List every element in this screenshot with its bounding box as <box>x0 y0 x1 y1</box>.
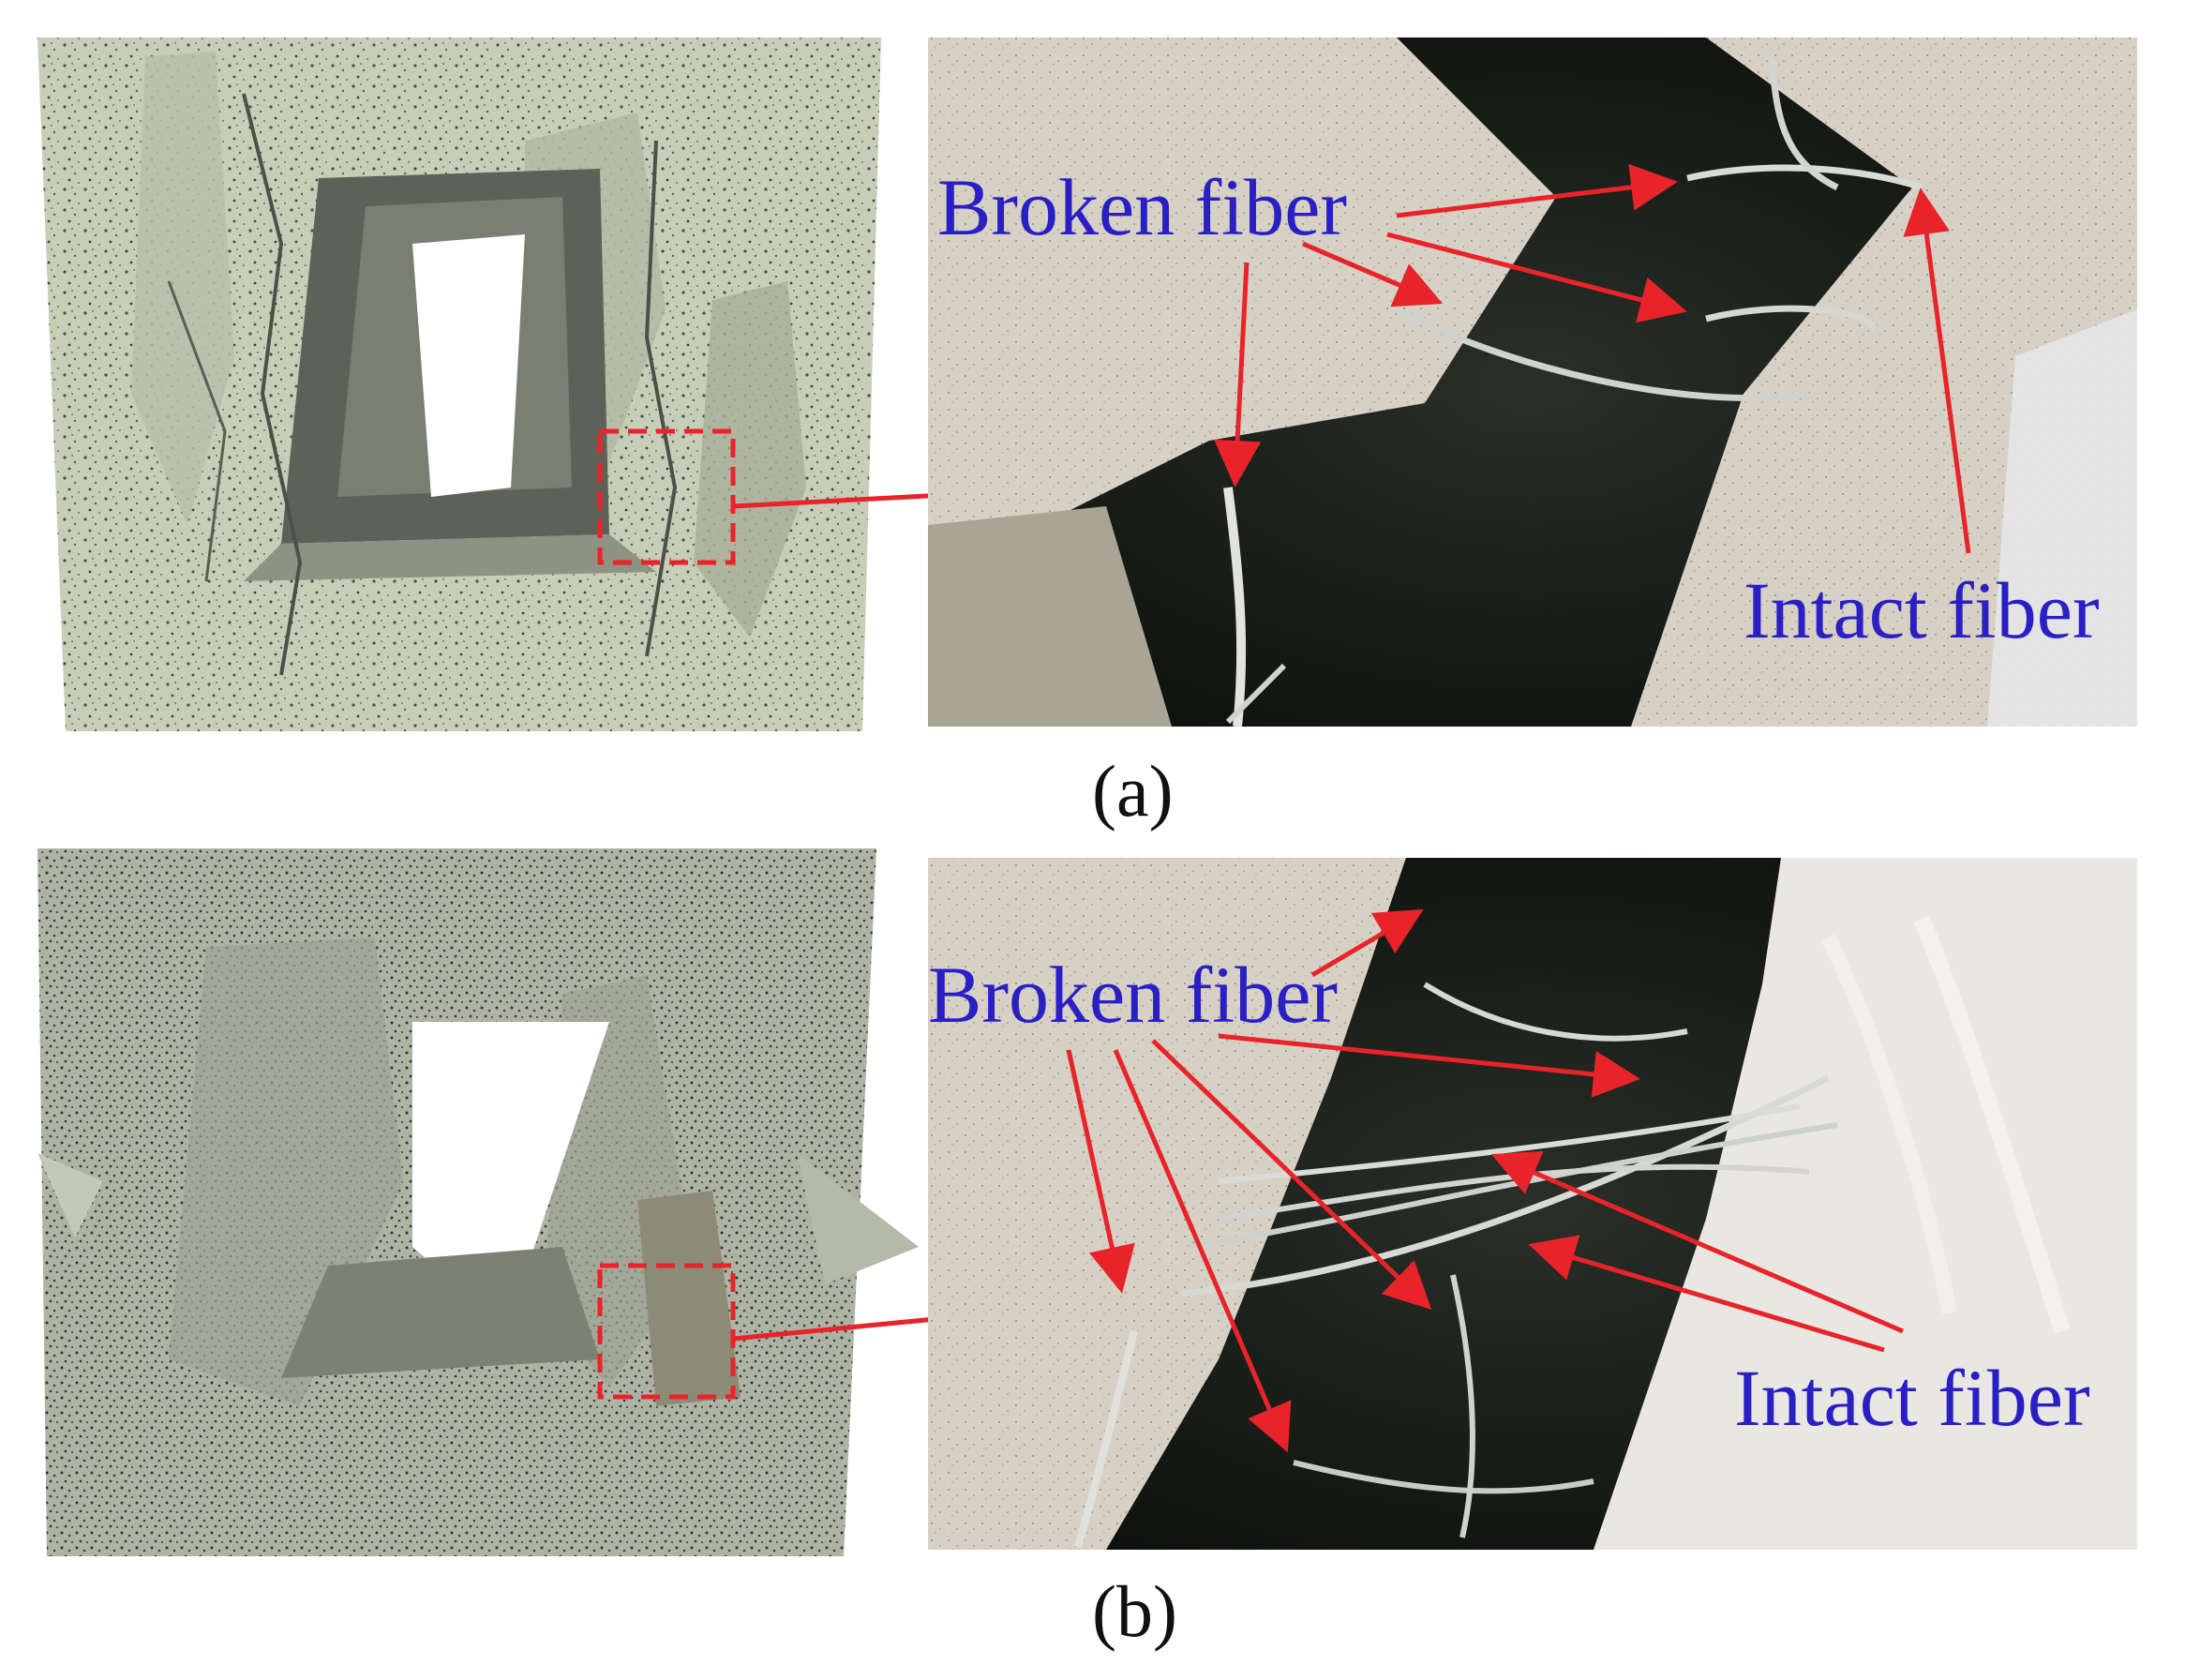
zoom-region-box-a <box>597 428 736 565</box>
specimen-photo-b <box>37 848 919 1556</box>
intact-fiber-arrow-a <box>1903 188 1971 554</box>
broken-fiber-arrow-b-4 <box>1113 1049 1292 1453</box>
intact-fiber-arrow-b-2 <box>1528 1235 1885 1353</box>
broken-fiber-arrow-b-5 <box>1151 1039 1432 1310</box>
broken-fiber-label-b: Broken fiber <box>928 950 1338 1040</box>
broken-fiber-arrow-a-2 <box>1302 241 1444 308</box>
broken-fiber-arrow-a-1 <box>1396 163 1678 218</box>
intact-fiber-label-b: Intact fiber <box>1734 1353 2090 1443</box>
closeup-photo-b <box>928 858 2137 1550</box>
annotations-b: Broken fiber Intact fiber <box>928 908 2090 1453</box>
intact-fiber-label-a: Intact fiber <box>1744 565 2100 655</box>
zoom-region-box-b <box>597 1263 736 1400</box>
specimen-photo-a <box>37 38 881 731</box>
broken-fiber-arrow-b-2 <box>1218 1033 1640 1098</box>
annotations-a: Broken fiber Intact fiber <box>937 162 2100 655</box>
panel-b: Broken fiber Intact fiber (b) <box>37 848 2137 1652</box>
caption-a: (a) <box>1092 750 1174 832</box>
caption-b: (b) <box>1092 1570 1177 1652</box>
broken-fiber-label-a: Broken fiber <box>937 162 1347 252</box>
broken-fiber-arrow-b-3 <box>1066 1049 1135 1294</box>
broken-fiber-arrow-b-1 <box>1310 908 1424 978</box>
intact-fiber-arrow-b-1 <box>1490 1150 1904 1334</box>
panel-a: Broken fiber Intact fiber (a) <box>37 38 2137 832</box>
broken-fiber-arrow-a-4 <box>1214 262 1262 488</box>
broken-fiber-arrow-a-3 <box>1386 232 1687 323</box>
